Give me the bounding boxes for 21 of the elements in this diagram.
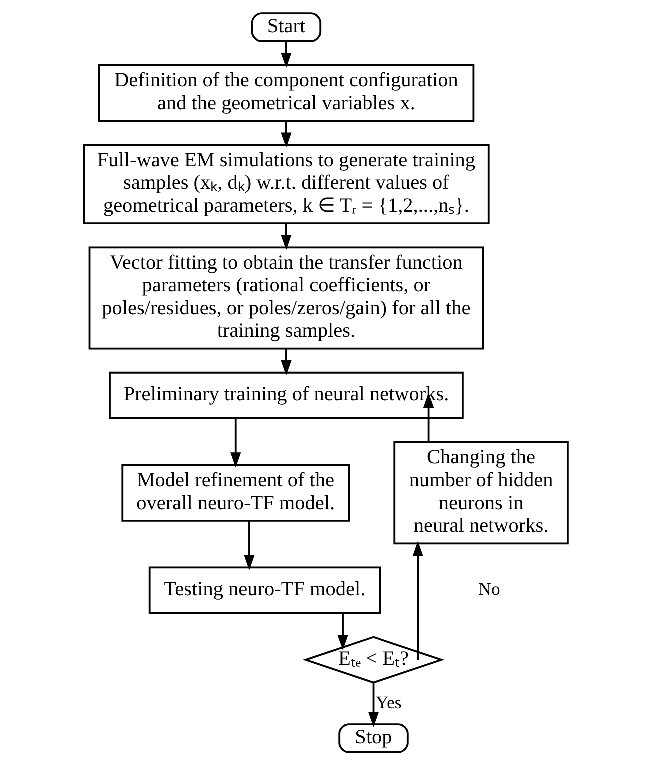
node-box: Testing neuro-TF model. — [148, 566, 382, 614]
node-box: Start — [251, 12, 322, 42]
node-box: Model refinement of the overall neuro-TF model. — [122, 464, 350, 522]
arrow — [281, 224, 292, 250]
node-box: Full-wave EM simulations to generate training samples (xₖ, dₖ) w.r.t. different values of geometrical parameters, k ∈ Tᵣ = {1,2,...,nₛ}. — [83, 144, 490, 225]
arrow — [244, 521, 255, 570]
arrow — [281, 349, 292, 376]
arrow — [281, 41, 292, 68]
edge-label: Yes — [376, 692, 402, 712]
arrow — [338, 613, 348, 650]
arrow — [230, 418, 242, 468]
arrow — [368, 683, 380, 728]
arrow — [423, 392, 434, 442]
arrow — [281, 122, 292, 148]
arrow — [412, 541, 424, 660]
node-box: Changing the number of hidden neurons in neural networks. — [394, 442, 569, 545]
node-box: Stop — [338, 724, 409, 754]
node-box: Definition of the component configuration and the geometrical variables x. — [98, 64, 475, 122]
node-box: Preliminary training of neural networks. — [109, 372, 464, 420]
node-box: Vector fitting to obtain the transfer function parameters (rational coefficients, or poles/residues, or poles/zeros/gain) for all the training samples. — [88, 246, 484, 350]
edge-label: No — [478, 579, 500, 600]
